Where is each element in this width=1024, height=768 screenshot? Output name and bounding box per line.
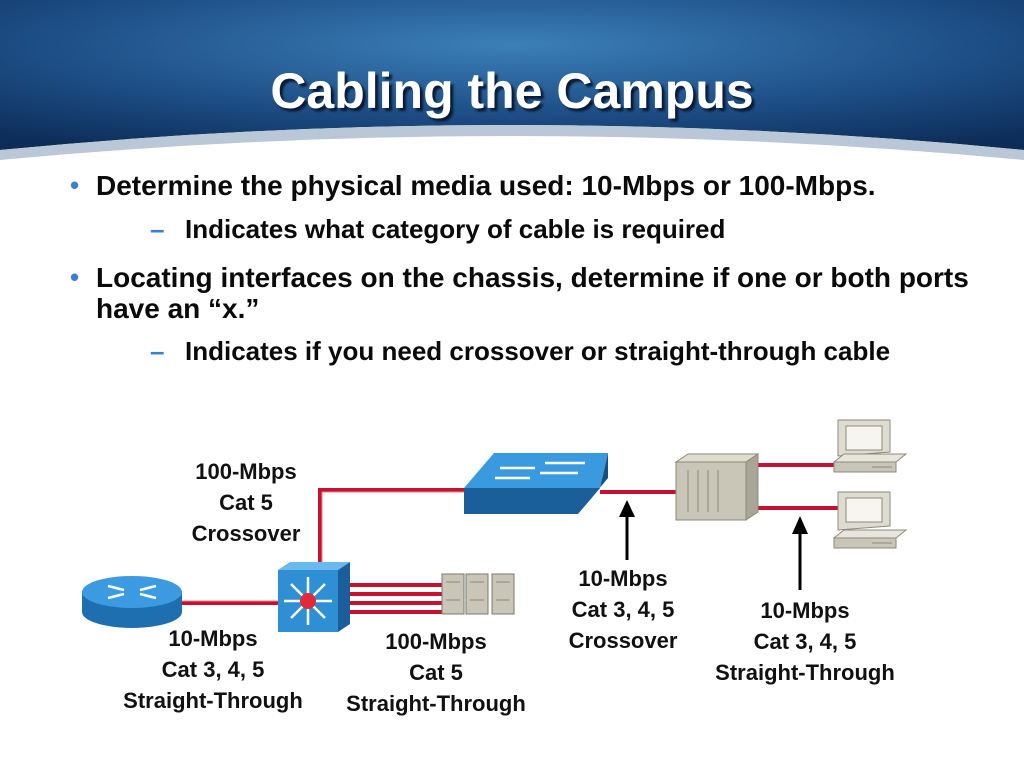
label-speed: 10-Mbps [578,566,668,591]
label-cable-type: Straight-Through [715,660,895,685]
label-router-link: 10-Mbps Cat 3, 4, 5 Straight-Through [100,623,326,716]
label-crossover-100: 100-Mbps Cat 5 Crossover [166,456,326,549]
label-category: Cat 3, 4, 5 [571,597,675,622]
label-speed: 100-Mbps [195,459,297,484]
bullet-list: • Determine the physical media used: 10-… [70,170,970,366]
sub-bullet-marker: – [150,214,165,244]
hub-icon [674,453,760,521]
workstation-icon [832,419,908,473]
title-banner: Cabling the Campus [0,0,1024,168]
bullet-item: • Locating interfaces on the chassis, de… [70,262,970,324]
sub-bullet-text: Indicates what category of cable is requ… [185,214,726,244]
label-speed: 10-Mbps [760,598,850,623]
label-cable-type: Crossover [191,521,301,546]
bullet-marker: • [70,170,80,200]
label-cable-type: Straight-Through [346,691,526,716]
bullet-text: Locating interfaces on the chassis, dete… [96,262,969,324]
label-cable-type: Crossover [568,628,678,653]
arrow-head [619,500,635,517]
label-hub-uplink: 10-Mbps Cat 3, 4, 5 Crossover [548,563,698,656]
label-speed: 10-Mbps [168,626,258,651]
label-speed: 100-Mbps [385,629,487,654]
cable-highlights [180,491,472,602]
arrow-head [792,516,808,534]
label-category: Cat 5 [219,490,273,515]
sub-bullet-item: – Indicates what category of cable is re… [70,215,970,244]
label-category: Cat 3, 4, 5 [161,657,265,682]
workgroup-switch-icon [464,453,608,514]
label-category: Cat 3, 4, 5 [753,629,857,654]
workstation-icon [832,491,908,549]
label-category: Cat 5 [409,660,463,685]
bullet-text: Determine the physical media used: 10-Mb… [96,170,876,201]
bullet-item: • Determine the physical media used: 10-… [70,170,970,201]
router-icon [82,576,182,628]
server-icon [441,573,515,615]
multilayer-switch-icon [278,562,350,632]
label-cable-type: Straight-Through [123,688,303,713]
bullet-marker: • [70,262,80,292]
slide-title: Cabling the Campus [270,63,754,119]
sub-bullet-text: Indicates if you need crossover or strai… [185,336,891,366]
cable-crossover-uplink [318,488,472,566]
sub-bullet-item: – Indicates if you need crossover or str… [70,337,970,366]
arrows [619,500,808,590]
sub-bullet-marker: – [150,336,165,366]
label-server-link: 100-Mbps Cat 5 Straight-Through [325,626,547,719]
cables [180,463,838,614]
label-workstation-link: 10-Mbps Cat 3, 4, 5 Straight-Through [692,595,918,688]
